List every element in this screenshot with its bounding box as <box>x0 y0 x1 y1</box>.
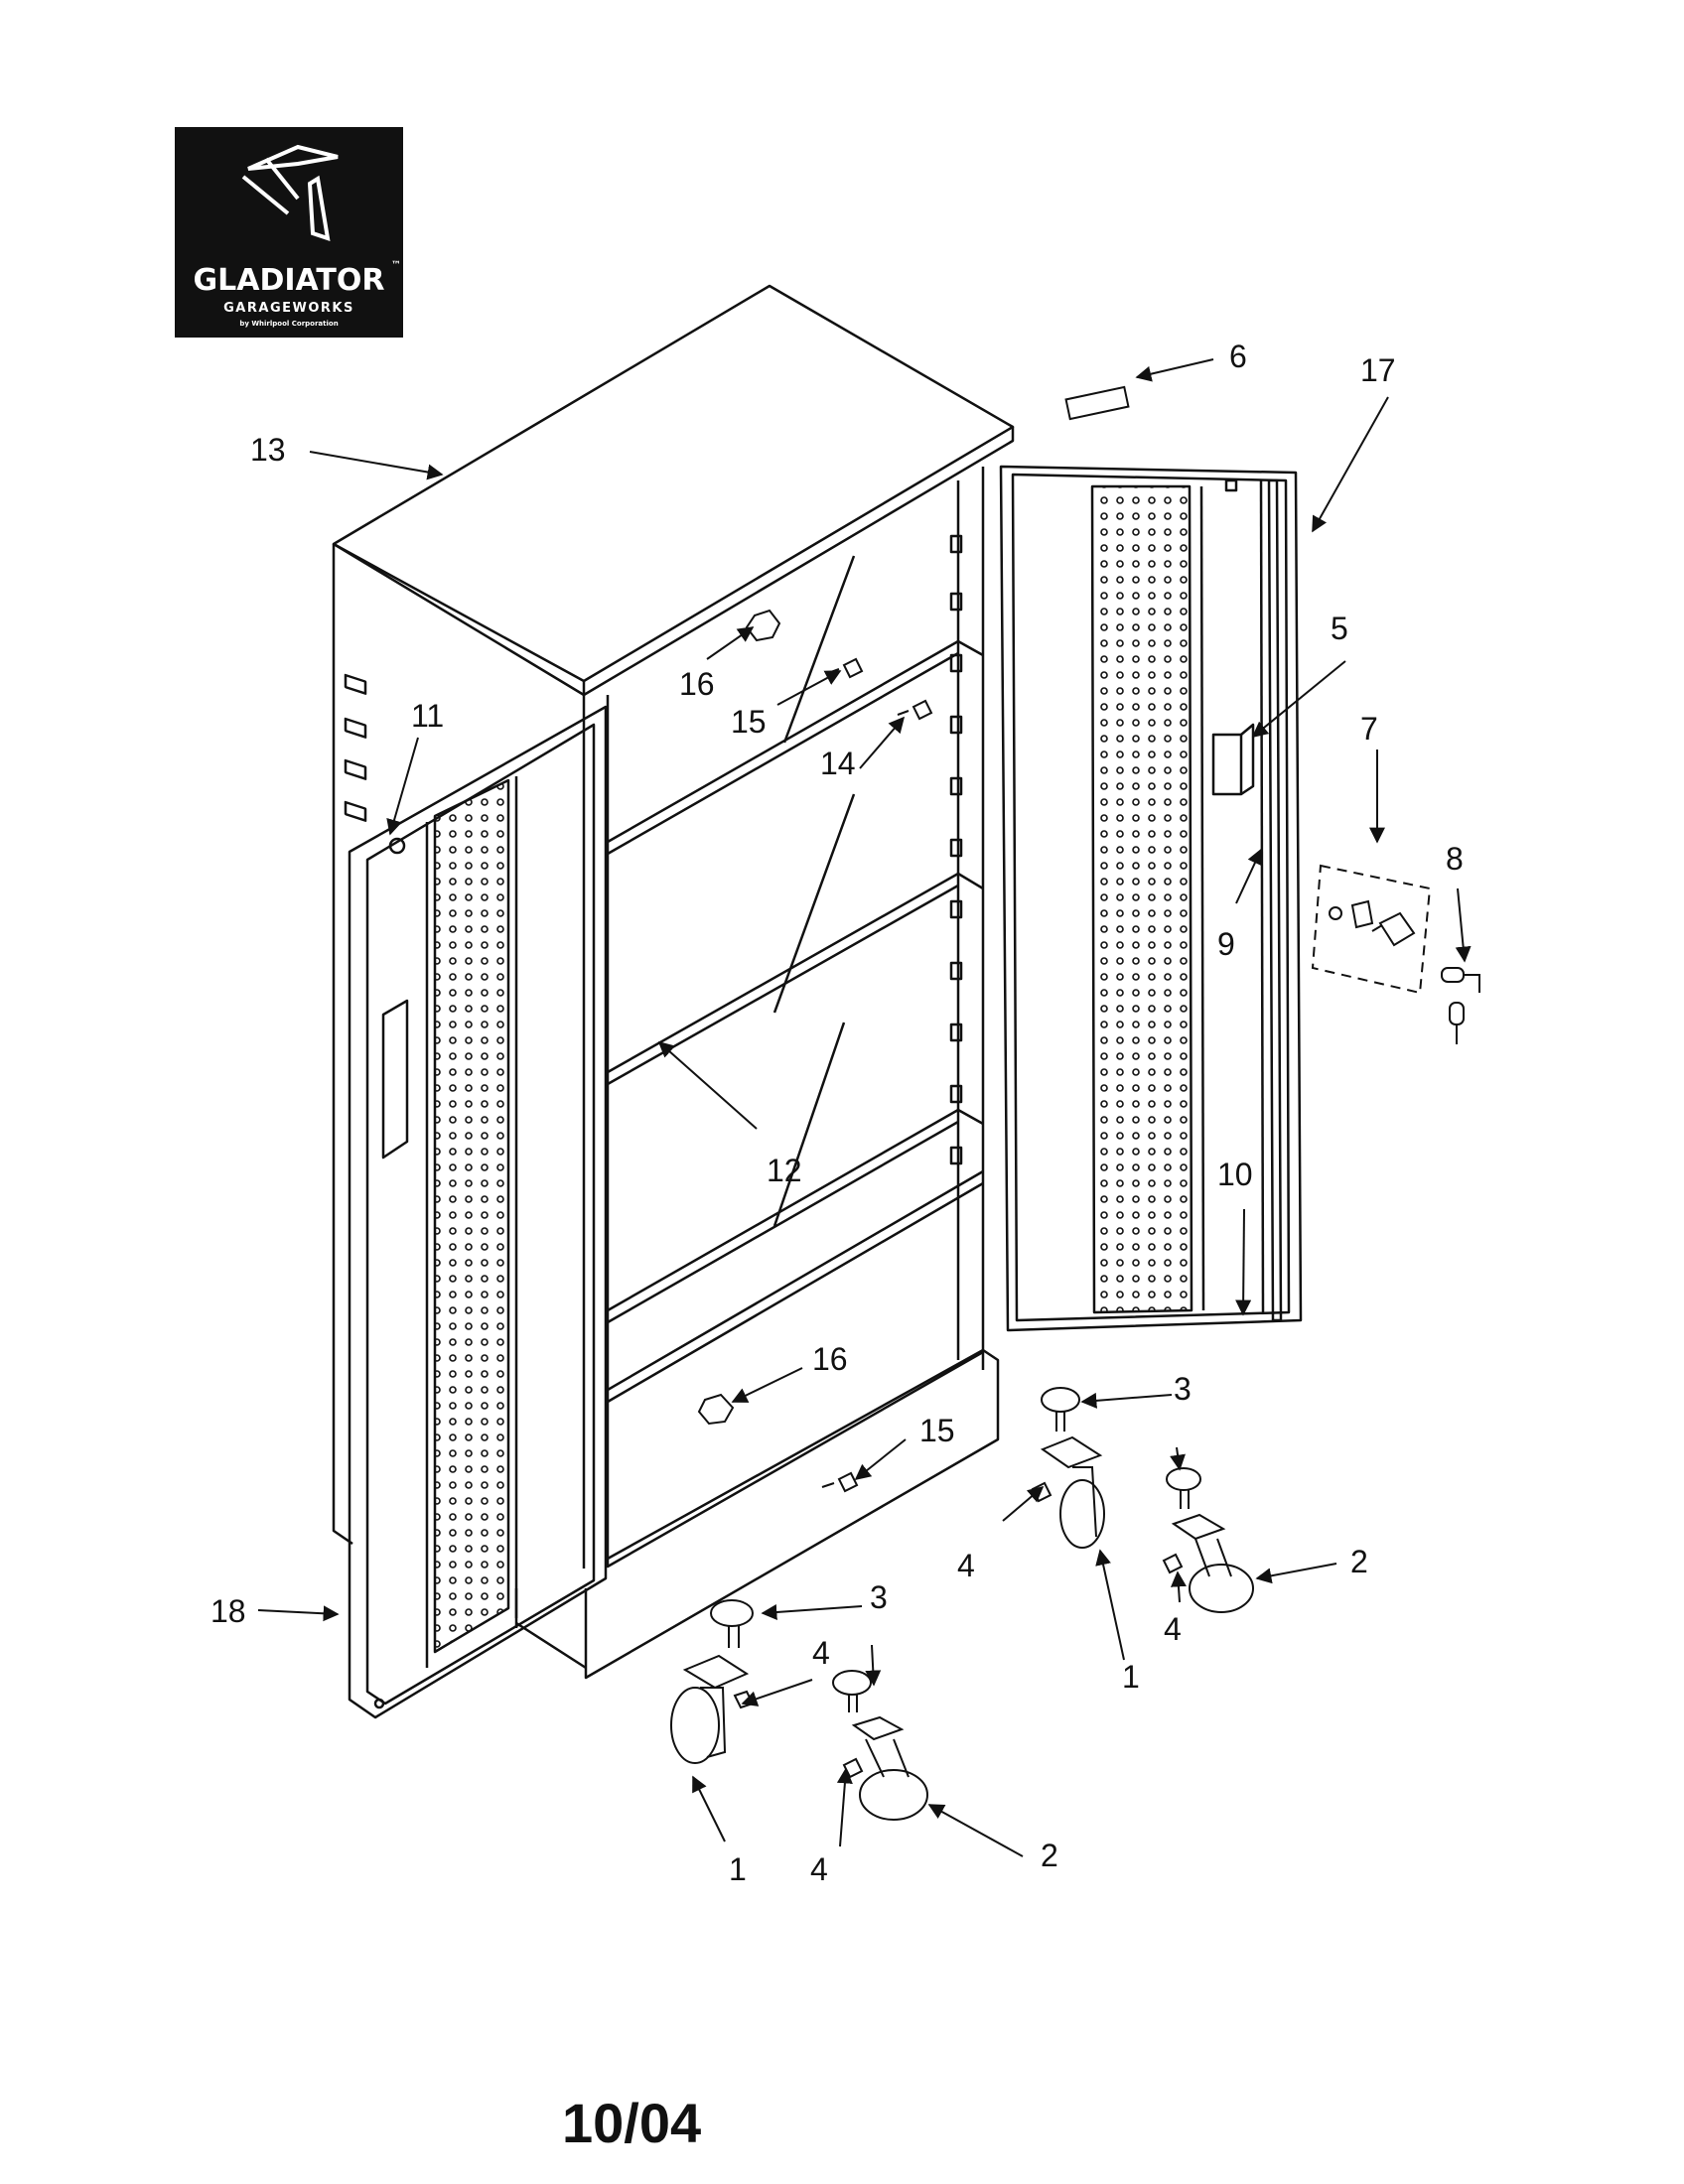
callout-9: 9 <box>1217 926 1235 962</box>
callout-1-rear: 1 <box>1122 1659 1140 1695</box>
nut-lower <box>697 1393 735 1426</box>
cabinet-bottom <box>607 1169 984 1392</box>
callout-15-upper: 15 <box>731 704 767 740</box>
callout-17: 17 <box>1360 352 1396 388</box>
callout-5: 5 <box>1331 611 1348 646</box>
caster-front-right <box>832 1670 928 1821</box>
leader-lines <box>257 358 1472 1857</box>
right-door-perforated-panel <box>1090 484 1193 1314</box>
logo-sub: GARAGEWORKS <box>223 301 354 316</box>
gladiator-logo: GLADIATOR ™ GARAGEWORKS by Whirlpool Cor… <box>175 127 403 338</box>
callout-15-lower: 15 <box>919 1413 955 1448</box>
callout-4-front-left: 4 <box>812 1635 830 1671</box>
callout-18: 18 <box>210 1593 246 1629</box>
caster-rear-left <box>1031 1387 1105 1549</box>
callout-3-rear: 3 <box>1174 1371 1192 1407</box>
shelf-upper <box>607 639 984 844</box>
callout-4-front-right: 4 <box>810 1851 828 1887</box>
key-icon <box>1441 967 1480 1044</box>
callout-2-rear: 2 <box>1350 1544 1368 1579</box>
callout-14: 14 <box>820 746 856 781</box>
callout-labels: 13 6 17 5 7 8 9 10 11 12 16 15 14 16 15 … <box>210 339 1464 1887</box>
logo-brand: GLADIATOR <box>194 263 385 298</box>
callout-6: 6 <box>1229 339 1247 374</box>
caster-rear-right <box>1162 1467 1254 1613</box>
callout-11: 11 <box>411 698 444 734</box>
logo-tm: ™ <box>391 260 401 271</box>
callout-8: 8 <box>1446 841 1464 877</box>
callout-3-front: 3 <box>870 1579 888 1615</box>
left-door-perforated-panel <box>433 778 510 1654</box>
label-plate <box>1064 385 1130 421</box>
callout-16-lower: 16 <box>812 1341 848 1377</box>
callout-13: 13 <box>250 432 286 468</box>
logo-byline: by Whirlpool Corporation <box>239 320 338 328</box>
bolt-14 <box>897 699 933 721</box>
right-door <box>999 465 1303 1332</box>
shelf-middle <box>607 872 984 1074</box>
cabinet-left-side <box>332 544 353 1546</box>
right-door-handle <box>1211 733 1243 796</box>
nut-upper <box>745 609 781 642</box>
hardware <box>697 385 1130 1493</box>
date-code: 10/04 <box>562 2092 701 2154</box>
callout-2-front: 2 <box>1041 1838 1058 1873</box>
callout-12: 12 <box>767 1153 802 1188</box>
lock-assembly <box>1311 864 1432 995</box>
callout-4-rear-left: 4 <box>957 1548 975 1583</box>
left-door <box>348 705 608 1719</box>
callout-10: 10 <box>1217 1157 1253 1192</box>
cabinet-top <box>332 284 1015 683</box>
callout-16-upper: 16 <box>679 666 715 702</box>
callout-1-front: 1 <box>729 1851 747 1887</box>
bolt-lower <box>821 1471 859 1493</box>
crossed-hammers-icon <box>241 144 339 241</box>
callout-7: 7 <box>1360 711 1378 747</box>
caster-front-left <box>670 1599 755 1764</box>
shelf-clips <box>949 534 963 1165</box>
left-door-handle <box>381 999 409 1160</box>
callout-4-rear-right: 4 <box>1164 1611 1182 1647</box>
shelf-lower <box>607 1108 984 1312</box>
locking-rod <box>1267 478 1283 1322</box>
